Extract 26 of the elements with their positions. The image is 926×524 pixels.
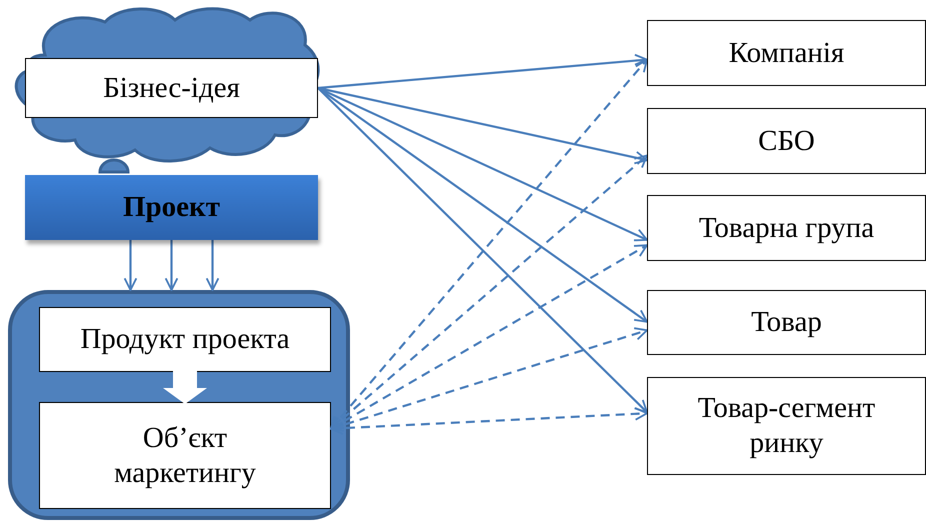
node-label: СБО [757, 124, 816, 158]
arrow [164, 240, 178, 291]
text-box [39, 402, 331, 509]
text-box [647, 20, 926, 86]
arrow [124, 240, 138, 291]
arrow [317, 87, 648, 414]
node-label: Товарна група [698, 210, 876, 246]
text-box [647, 108, 926, 174]
arrow [318, 54, 648, 90]
arrow [206, 240, 220, 291]
dashed-arrow [330, 244, 648, 430]
text-box [39, 307, 331, 372]
node-label: Компанія [728, 36, 846, 70]
node-label: Товар [750, 305, 823, 340]
text-box [647, 195, 926, 261]
node-label: Продукт проекта [79, 322, 291, 357]
heading-text: Проект [122, 190, 221, 225]
node-label: Об’єкт маркетингу [113, 420, 257, 490]
text-box [647, 377, 926, 475]
text-box [647, 290, 926, 355]
node-label: Товар-сегмент ринку [696, 391, 876, 461]
rounded-container [8, 290, 350, 520]
project-banner [25, 175, 318, 240]
text-box [25, 58, 318, 118]
dashed-arrow [330, 154, 648, 430]
node-label: Бізнес-ідея [102, 70, 241, 106]
